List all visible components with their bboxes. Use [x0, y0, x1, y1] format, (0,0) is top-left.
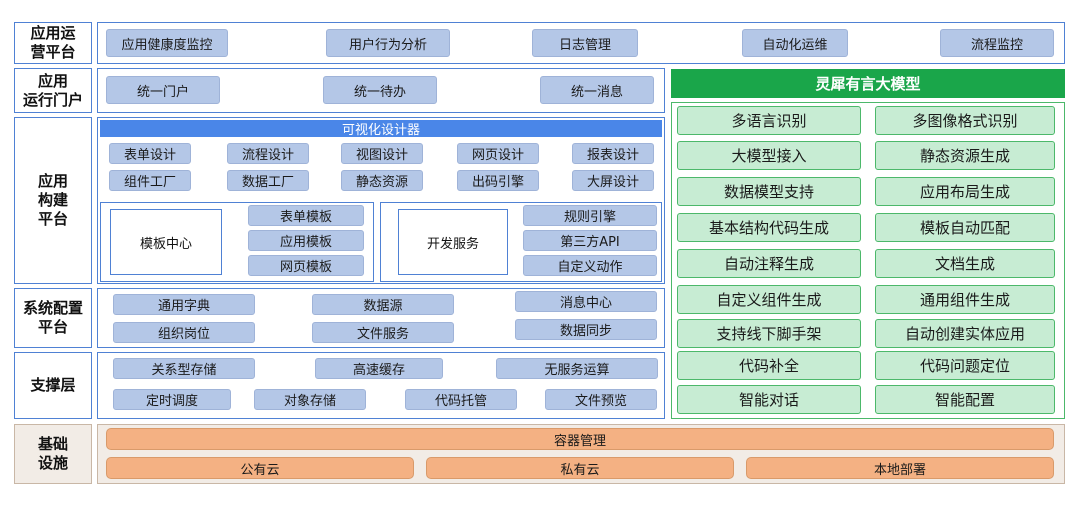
designer-title: 可视化设计器 [100, 120, 662, 138]
infra-cloud: 私有云 [426, 457, 734, 479]
model-capability: 基本结构代码生成 [677, 213, 861, 242]
row-label-infra: 基础 设施 [14, 424, 92, 484]
portal-item-message: 统一消息 [540, 76, 654, 104]
infra-cloud: 公有云 [106, 457, 414, 479]
infra-cloud: 本地部署 [746, 457, 1054, 479]
support-layer-panel: 关系型存储 高速缓存 无服务运算 定时调度 对象存储 代码托管 文件预览 [97, 352, 665, 419]
dev-service-label: 开发服务 [398, 209, 508, 275]
designer-item: 表单设计 [109, 143, 191, 164]
portal-item-todo: 统一待办 [323, 76, 437, 104]
ops-item-logs: 日志管理 [532, 29, 638, 57]
designer-item: 流程设计 [227, 143, 309, 164]
template-center-panel: 模板中心 表单模板 应用模板 网页模板 [100, 202, 374, 282]
model-capability: 多图像格式识别 [875, 106, 1055, 135]
config-item: 通用字典 [113, 294, 255, 315]
template-item: 应用模板 [248, 230, 364, 251]
dev-service-item: 规则引擎 [523, 205, 657, 226]
infrastructure-panel: 容器管理 公有云 私有云 本地部署 [97, 424, 1065, 484]
dev-service-item: 第三方API [523, 230, 657, 251]
model-capability: 多语言识别 [677, 106, 861, 135]
config-platform-panel: 通用字典 数据源 消息中心 组织岗位 文件服务 数据同步 [97, 288, 665, 348]
model-capability: 大模型接入 [677, 141, 861, 170]
dev-service-panel: 开发服务 规则引擎 第三方API 自定义动作 [380, 202, 662, 282]
ops-platform-panel: 应用健康度监控 用户行为分析 日志管理 自动化运维 流程监控 [97, 22, 1065, 64]
designer-item: 静态资源 [341, 170, 423, 191]
model-capability: 数据模型支持 [677, 177, 861, 206]
row-label-config: 系统配置 平台 [14, 288, 92, 348]
ops-item-health: 应用健康度监控 [106, 29, 228, 57]
config-item: 数据同步 [515, 319, 657, 340]
model-capability: 文档生成 [875, 249, 1055, 278]
support-item: 关系型存储 [113, 358, 255, 379]
model-capability: 智能对话 [677, 385, 861, 414]
designer-item: 组件工厂 [109, 170, 191, 191]
row-label-build: 应用 构建 平台 [14, 117, 92, 284]
designer-item: 网页设计 [457, 143, 539, 164]
model-capability: 静态资源生成 [875, 141, 1055, 170]
dev-service-item: 自定义动作 [523, 255, 657, 276]
model-capability: 代码补全 [677, 351, 861, 380]
model-title: 灵犀有言大模型 [671, 69, 1065, 98]
support-item: 无服务运算 [496, 358, 658, 379]
model-capability: 应用布局生成 [875, 177, 1055, 206]
model-capability: 模板自动匹配 [875, 213, 1055, 242]
model-capability: 自动注释生成 [677, 249, 861, 278]
row-label-support: 支撑层 [14, 352, 92, 419]
config-item: 数据源 [312, 294, 454, 315]
model-capability: 自定义组件生成 [677, 285, 861, 314]
designer-items: 表单设计 流程设计 视图设计 网页设计 报表设计 组件工厂 数据工厂 静态资源 … [100, 141, 662, 195]
ops-item-flowmon: 流程监控 [940, 29, 1054, 57]
infra-container: 容器管理 [106, 428, 1054, 450]
model-capability: 代码问题定位 [875, 351, 1055, 380]
support-item: 高速缓存 [315, 358, 443, 379]
template-item: 表单模板 [248, 205, 364, 226]
row-label-ops: 应用运 营平台 [14, 22, 92, 64]
template-center-label: 模板中心 [110, 209, 222, 275]
model-capability: 通用组件生成 [875, 285, 1055, 314]
build-platform-panel: 可视化设计器 表单设计 流程设计 视图设计 网页设计 报表设计 组件工厂 数据工… [97, 117, 665, 284]
designer-item: 大屏设计 [572, 170, 654, 191]
model-capability: 支持线下脚手架 [677, 319, 861, 348]
config-item: 消息中心 [515, 291, 657, 312]
designer-item: 数据工厂 [227, 170, 309, 191]
model-capabilities-panel: 多语言识别 多图像格式识别 大模型接入 静态资源生成 数据模型支持 应用布局生成… [671, 102, 1065, 419]
portal-panel: 统一门户 统一待办 统一消息 [97, 68, 665, 113]
support-item: 文件预览 [545, 389, 657, 410]
model-capability: 自动创建实体应用 [875, 319, 1055, 348]
config-item: 文件服务 [312, 322, 454, 343]
support-item: 代码托管 [405, 389, 517, 410]
ops-item-autoops: 自动化运维 [742, 29, 848, 57]
config-item: 组织岗位 [113, 322, 255, 343]
designer-item: 报表设计 [572, 143, 654, 164]
support-item: 定时调度 [113, 389, 231, 410]
designer-item: 出码引擎 [457, 170, 539, 191]
row-label-portal: 应用 运行门户 [14, 68, 92, 113]
model-capability: 智能配置 [875, 385, 1055, 414]
designer-item: 视图设计 [341, 143, 423, 164]
template-item: 网页模板 [248, 255, 364, 276]
ops-item-behavior: 用户行为分析 [326, 29, 450, 57]
support-item: 对象存储 [254, 389, 366, 410]
portal-item-portal: 统一门户 [106, 76, 220, 104]
